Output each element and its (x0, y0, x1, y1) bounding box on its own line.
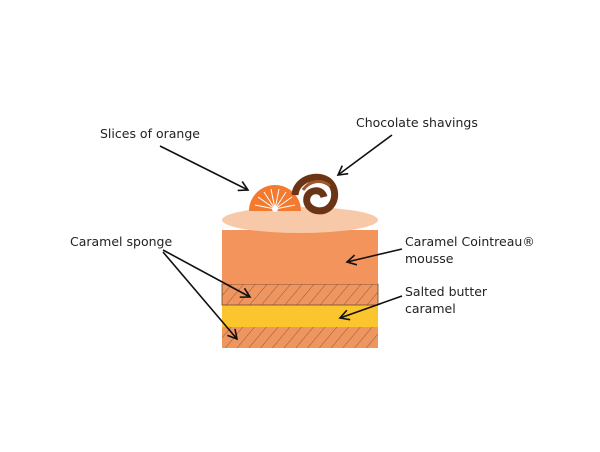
orange-slice-icon (249, 185, 301, 212)
label-sponge: Caramel sponge (70, 234, 173, 249)
mousse-layer (222, 230, 378, 284)
label-mousse: Caramel Cointreau® mousse (405, 233, 535, 267)
label-caramel-line2: caramel (405, 301, 456, 316)
sponge-arrow-top (162, 249, 252, 298)
label-mousse-line1: Caramel Cointreau® (405, 234, 535, 249)
label-orange: Slices of orange (100, 126, 200, 141)
orange-arrow (159, 145, 250, 192)
chocolate-arrow (336, 134, 393, 176)
caramel-arrow (338, 295, 403, 321)
mousse-arrow (345, 248, 403, 266)
label-mousse-line2: mousse (405, 251, 454, 266)
chocolate-curl-icon (291, 173, 339, 215)
label-caramel-line1: Salted butter (405, 284, 488, 299)
caramel-layer (222, 305, 378, 327)
sponge-arrow-bottom (162, 251, 239, 341)
label-caramel: Salted butter caramel (405, 283, 487, 317)
sponge-layer-bottom (222, 327, 378, 348)
cake-top (222, 207, 378, 233)
label-chocolate: Chocolate shavings (356, 115, 478, 130)
